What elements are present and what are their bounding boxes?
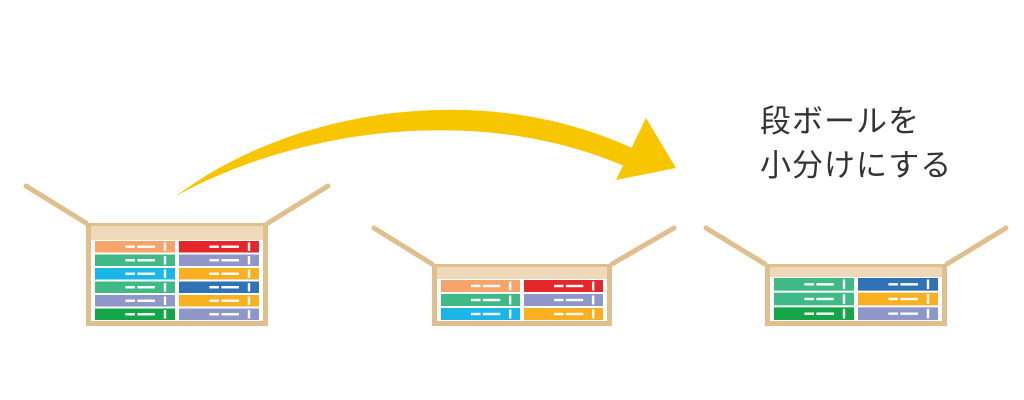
caption-line-2: 小分けにする [760,148,953,184]
binder-icon [179,308,259,320]
binder-icon [95,281,175,293]
binder-icon [441,280,520,292]
binder-icon [441,294,520,306]
small-box-2-cardboard-box-icon [703,225,1009,326]
binder-icon [95,268,175,280]
binder-icon [95,254,175,266]
binder-icon [858,292,938,306]
small-box-1-cardboard-box-icon [371,225,677,326]
binder-icon [179,268,259,280]
binder-icon [441,308,520,320]
binder-icon [95,241,175,253]
large-box-cardboard-box-icon [23,183,331,326]
binder-icon [524,280,603,292]
binder-icon [179,281,259,293]
binder-icon [858,307,938,320]
curved-arrow-icon [176,109,676,196]
binder-icon [95,295,175,307]
binder-icon [524,294,603,306]
binder-icon [858,278,938,291]
binder-icon [179,241,259,253]
binder-icon [774,278,854,291]
binder-icon [179,295,259,307]
binder-icon [95,308,175,320]
caption-line-1: 段ボールを [760,104,920,140]
binder-icon [774,292,854,306]
caption: 段ボールを 小分けにする [760,100,1000,188]
binder-icon [179,254,259,266]
binder-icon [524,308,603,320]
binder-icon [774,307,854,320]
